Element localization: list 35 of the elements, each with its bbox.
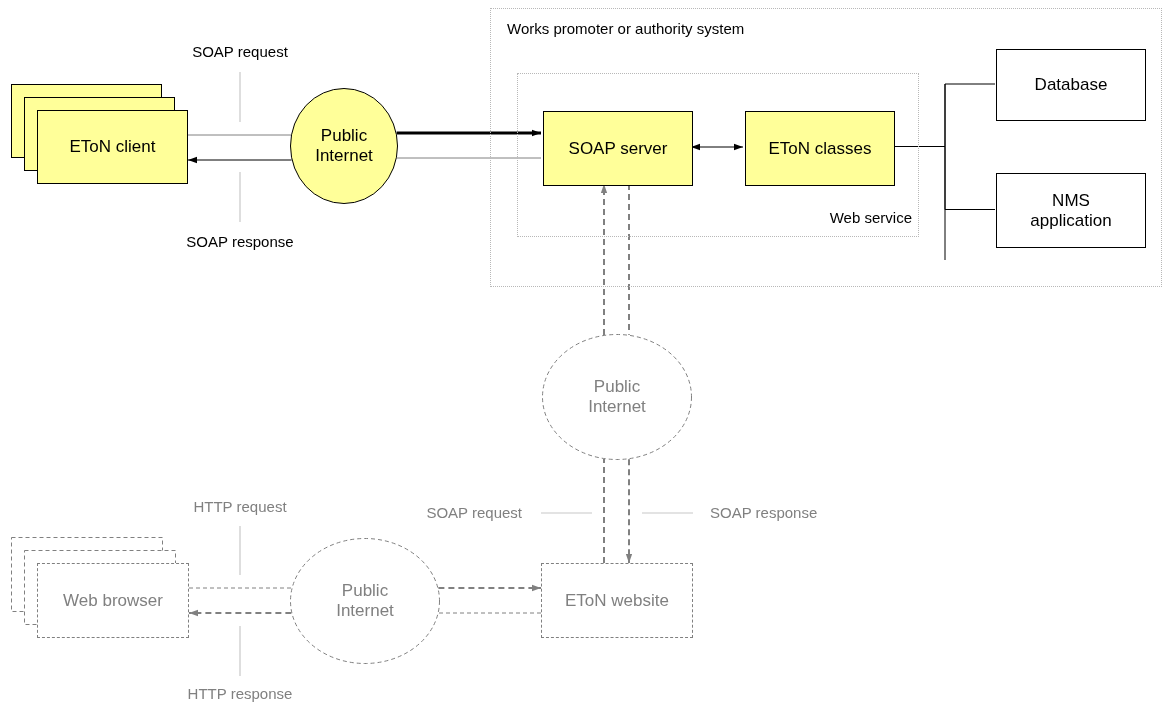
node-label: Public Internet — [335, 581, 395, 621]
boundary-label: Web service — [829, 208, 912, 228]
network-ellipse — [290, 88, 398, 204]
node-label: SOAP server — [568, 138, 668, 159]
node-label: EToN website — [565, 590, 669, 611]
node-label: EToN client — [69, 137, 156, 157]
connector-arrow — [396, 129, 541, 137]
message-label: HTTP response — [187, 685, 293, 702]
node-label: Public Internet — [314, 126, 374, 166]
node-label: Database — [1034, 75, 1108, 95]
website-box — [541, 563, 693, 638]
message-label: HTTP request — [193, 498, 287, 515]
server-box — [543, 111, 693, 186]
node-label: NMS application — [1029, 190, 1113, 231]
node-label: EToN classes — [768, 138, 872, 159]
message-label: SOAP response — [710, 504, 818, 521]
message-label: SOAP request — [192, 43, 288, 60]
connector-arrow — [437, 584, 542, 592]
node-label: Public Internet — [587, 377, 647, 417]
connector-arrow — [625, 458, 633, 564]
browser-box — [37, 563, 189, 638]
message-label: SOAP request — [426, 504, 522, 521]
client-box — [37, 110, 188, 184]
classes-box — [745, 111, 895, 186]
node-label: Web browser — [63, 590, 163, 611]
service-boundary — [517, 73, 919, 237]
system-boundary — [490, 8, 1162, 287]
connector-arrow — [188, 609, 293, 617]
network-ellipse — [542, 334, 692, 460]
database-box — [996, 49, 1146, 121]
application-box — [996, 173, 1146, 248]
message-label: SOAP response — [186, 233, 294, 250]
network-ellipse — [290, 538, 440, 664]
connector-arrow — [187, 156, 293, 164]
boundary-label: Works promoter or authority system — [507, 19, 745, 39]
